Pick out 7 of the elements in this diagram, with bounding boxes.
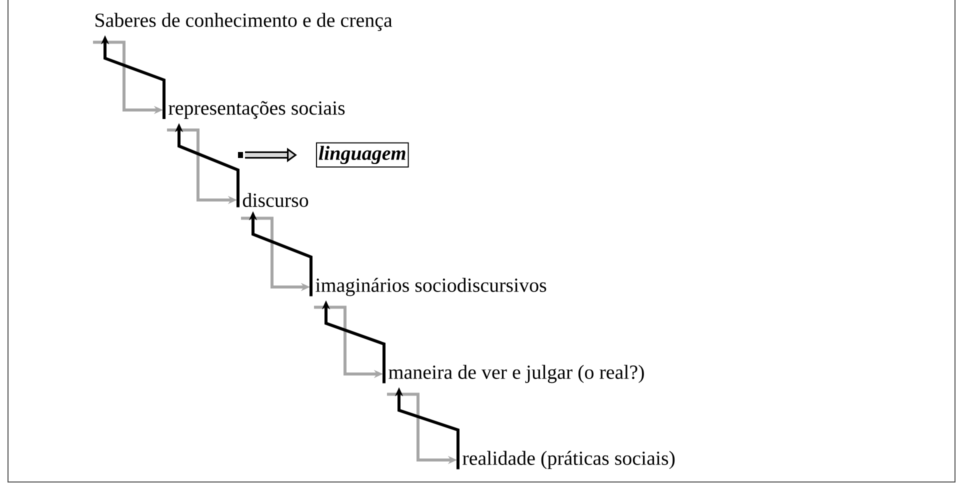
step-label: representações sociais (168, 101, 345, 119)
step-label: discurso (242, 192, 308, 208)
framed-label: linguagem (316, 142, 409, 168)
step-label: Saberes de conhecimento e de crença (96, 12, 392, 32)
step-label: realidade (práticas sociais) (462, 450, 675, 470)
step-label: imaginários sociodiscursivos (316, 278, 546, 296)
step-label: maneira de ver e julgar (o real?) (388, 364, 644, 384)
